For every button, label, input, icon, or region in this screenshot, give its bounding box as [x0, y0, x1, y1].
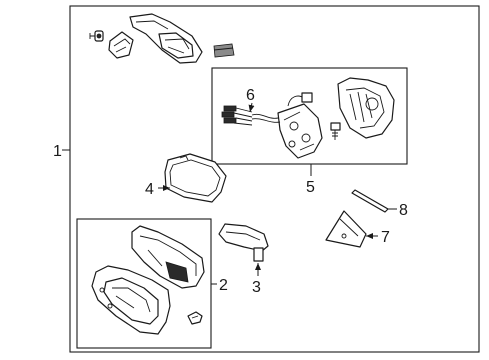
wiring-harness: [221, 92, 313, 126]
mirror-base-bracket: [129, 13, 203, 64]
mirror-housing: [131, 225, 205, 289]
housing-screw: [187, 311, 203, 325]
actuator-cover: [337, 77, 395, 139]
grommet: [213, 43, 235, 58]
callout-6-leader: [248, 102, 255, 113]
mirror-glass: [164, 153, 227, 203]
mirror-actuator: [277, 103, 323, 159]
actuator-screw: [330, 122, 341, 140]
callout-8-label: 8: [399, 202, 408, 219]
callout-6-label: 6: [246, 87, 255, 104]
callout-3-label: 3: [252, 279, 261, 296]
turn-signal-lamp: [218, 223, 269, 262]
trim-strip: [351, 189, 389, 213]
callout-4-label: 4: [145, 181, 154, 198]
callout-5-label: 5: [306, 179, 315, 196]
mounting-screw: [89, 30, 104, 42]
retaining-clip: [108, 31, 134, 59]
actuator-group-box: [211, 67, 408, 165]
main-assembly-frame: [69, 5, 480, 353]
callout-7-label: 7: [381, 229, 390, 246]
callout-1-label: 1: [53, 143, 62, 160]
callout-2-label: 2: [219, 277, 228, 294]
triangle-cover: [325, 210, 367, 248]
housing-cover: [91, 265, 171, 335]
